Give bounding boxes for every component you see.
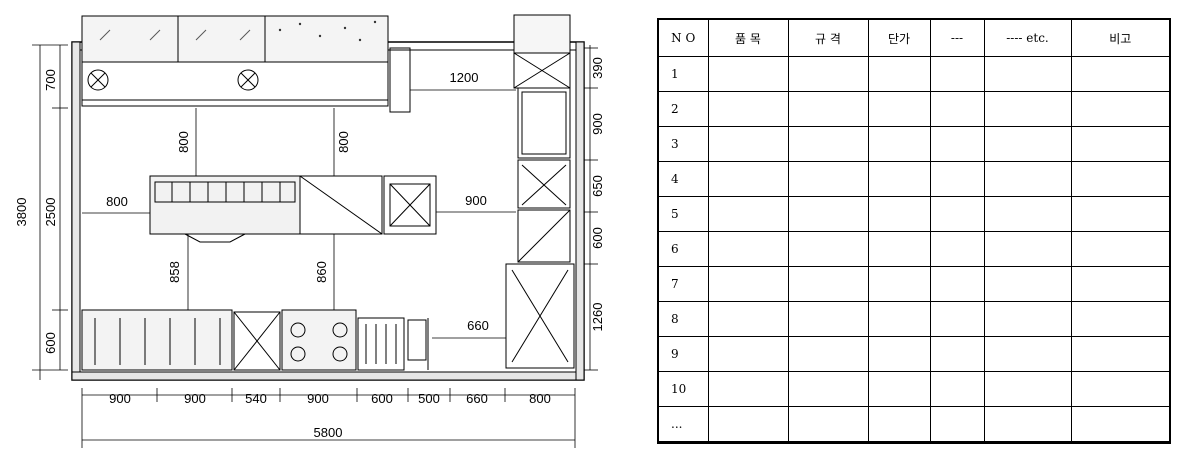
dim-bottom-800: 800 xyxy=(529,391,551,406)
dim-800-a: 800 xyxy=(176,131,191,153)
sink-right xyxy=(517,87,571,159)
wall-band-right xyxy=(575,41,585,381)
table-row: 7 xyxy=(657,266,1171,302)
row-number: ... xyxy=(657,406,709,444)
wall-band-bottom xyxy=(71,371,585,381)
table-header-row: N O 품 목 규 격 단가 --- ---- etc. 비고 xyxy=(657,18,1171,57)
header-dashes: --- xyxy=(929,18,985,57)
table-row: 1 xyxy=(657,56,1171,92)
dim-left-600: 600 xyxy=(43,332,58,354)
row-number: 9 xyxy=(657,336,709,372)
row-number: 4 xyxy=(657,161,709,197)
dim-bottom-900-a: 900 xyxy=(109,391,131,406)
dim-858: 858 xyxy=(167,261,182,283)
dim-right-600: 600 xyxy=(590,227,605,249)
table-row: 8 xyxy=(657,301,1171,337)
fan-icon xyxy=(87,69,259,91)
table-row: 10 xyxy=(657,371,1171,407)
row-number: 7 xyxy=(657,266,709,302)
table-row: 9 xyxy=(657,336,1171,372)
header-etc: ---- etc. xyxy=(983,18,1072,57)
header-unit-price: 단가 xyxy=(867,18,931,57)
rack-right xyxy=(517,159,571,209)
dim-left-700: 700 xyxy=(43,69,58,91)
row-number: 2 xyxy=(657,91,709,127)
dim-660-mid: 660 xyxy=(467,318,489,333)
range-left xyxy=(81,309,233,371)
worktable-bottom xyxy=(233,311,281,371)
table-row: 2 xyxy=(657,91,1171,127)
wall-band-left xyxy=(71,41,81,381)
dim-900-mid: 900 xyxy=(465,193,487,208)
dim-bottom-900-c: 900 xyxy=(307,391,329,406)
upper-cabinet xyxy=(81,15,389,63)
dim-right-650: 650 xyxy=(590,175,605,197)
equipment-schedule-table: N O 품 목 규 격 단가 --- ---- etc. 비고 1 2 3 4 … xyxy=(657,18,1171,444)
dim-left-2500: 2500 xyxy=(43,198,58,227)
row-number: 6 xyxy=(657,231,709,267)
header-remarks: 비고 xyxy=(1070,18,1171,57)
island-sink xyxy=(383,175,437,235)
row-number: 8 xyxy=(657,301,709,337)
table-row: ... xyxy=(657,406,1171,444)
right-counter xyxy=(513,14,571,54)
fryer xyxy=(357,317,405,371)
hood-unit xyxy=(81,61,389,107)
dim-right-390: 390 xyxy=(590,57,605,79)
table-row: 5 xyxy=(657,196,1171,232)
dim-bottom-540: 540 xyxy=(245,391,267,406)
speckle-panel xyxy=(278,20,377,42)
table-row: 4 xyxy=(657,161,1171,197)
island-bainmarie xyxy=(149,175,301,235)
dim-bottom-660: 660 xyxy=(466,391,488,406)
header-no: N O xyxy=(657,18,709,57)
column-block xyxy=(389,47,411,113)
header-spec: 규 격 xyxy=(787,18,869,57)
dim-800-b: 800 xyxy=(336,131,351,153)
header-item: 품 목 xyxy=(707,18,789,57)
row-number: 10 xyxy=(657,371,709,407)
dim-bottom-600: 600 xyxy=(371,391,393,406)
dim-bottom-500: 500 xyxy=(418,391,440,406)
table-row: 6 xyxy=(657,231,1171,267)
dim-left-3800: 3800 xyxy=(14,198,29,227)
table-row: 3 xyxy=(657,126,1171,162)
kitchen-floor-plan: 3800 2500 700 600 800 800 800 858 860 90… xyxy=(14,14,605,448)
glass-hatch xyxy=(99,29,251,41)
row-number: 1 xyxy=(657,56,709,92)
dim-right-900: 900 xyxy=(590,113,605,135)
row-number: 5 xyxy=(657,196,709,232)
gas-range xyxy=(281,309,357,371)
grease-trap xyxy=(407,319,427,361)
burner-icon xyxy=(290,322,348,362)
dim-bottom-900-b: 900 xyxy=(184,391,206,406)
dim-1200: 1200 xyxy=(450,70,479,85)
dim-overall-5800: 5800 xyxy=(314,425,343,440)
dim-860: 860 xyxy=(314,261,329,283)
dim-right-1260: 1260 xyxy=(590,303,605,332)
row-number: 3 xyxy=(657,126,709,162)
island-worktable xyxy=(299,175,383,235)
refrigerator xyxy=(505,263,575,369)
dim-800-c: 800 xyxy=(106,194,128,209)
